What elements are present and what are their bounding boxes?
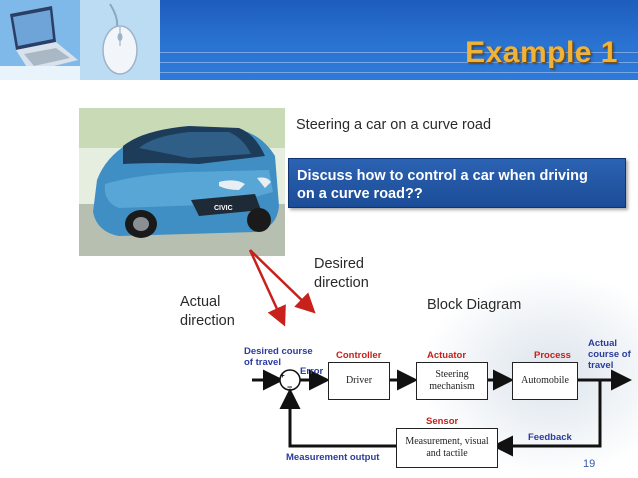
- actual-label-line1: Actual: [180, 294, 221, 310]
- header-line: [160, 62, 638, 63]
- discussion-text-line1: Discuss how to control a car when drivin…: [297, 168, 588, 184]
- mouse-photo: [80, 0, 160, 80]
- measurement-block-line1: Measurement, visual: [405, 436, 489, 447]
- desired-label-line2: direction: [314, 275, 369, 291]
- steering-block: Steering mechanism: [416, 362, 488, 400]
- driver-block-label: Driver: [345, 375, 373, 386]
- automobile-block: Automobile: [512, 362, 578, 400]
- laptop-photo: [0, 0, 80, 80]
- output-label-line2: course of: [588, 349, 631, 360]
- sensor-label: Sensor: [426, 416, 459, 427]
- slide-title: Example 1: [465, 36, 618, 69]
- block-diagram-lines: [252, 369, 632, 457]
- measurement-output-label: Measurement output: [286, 452, 380, 463]
- actual-direction-label: Actual direction: [180, 293, 235, 331]
- input-label-line2: of travel: [244, 357, 281, 368]
- actual-direction-arrow: [248, 249, 286, 327]
- discussion-box: Discuss how to control a car when drivin…: [288, 158, 626, 208]
- process-label: Process: [534, 350, 571, 361]
- desired-direction-arrow: [249, 249, 316, 314]
- output-label: Actual course of travel: [588, 338, 631, 371]
- output-label-line3: travel: [588, 360, 614, 371]
- car-photo: CIVIC: [79, 108, 285, 256]
- desired-direction-label: Desired direction: [314, 255, 369, 293]
- page-number: 19: [583, 458, 596, 470]
- block-diagram: Desired course of travel Controller Actu…: [240, 332, 638, 478]
- minus-sign: −: [287, 382, 293, 392]
- automobile-block-label: Automobile: [521, 375, 569, 386]
- mouse-icon: [80, 0, 160, 80]
- measurement-block-line2: and tactile: [426, 448, 468, 459]
- steering-block-line2: mechanism: [429, 381, 475, 392]
- discussion-text-line2: on a curve road??: [297, 186, 423, 202]
- desired-label-line1: Desired: [314, 256, 364, 272]
- driver-block: Driver: [328, 362, 390, 400]
- output-label-line1: Actual: [588, 338, 618, 349]
- block-diagram-label: Block Diagram: [427, 297, 522, 313]
- actuator-label: Actuator: [427, 350, 467, 361]
- car-badge-text: CIVIC: [214, 205, 233, 212]
- plus-sign: +: [280, 371, 285, 380]
- steering-block-line1: Steering: [435, 369, 469, 380]
- subtitle: Steering a car on a curve road: [296, 117, 492, 133]
- header-line: [160, 52, 638, 53]
- input-label: Desired course of travel: [244, 346, 313, 368]
- error-label: Error: [300, 366, 324, 377]
- header-line: [160, 72, 638, 73]
- measurement-block: Measurement, visual and tactile: [396, 428, 498, 468]
- car-image: CIVIC: [79, 108, 285, 256]
- feedback-label: Feedback: [528, 432, 572, 443]
- input-label-line1: Desired course: [244, 346, 313, 357]
- laptop-icon: [0, 0, 80, 80]
- actual-label-line2: direction: [180, 313, 235, 329]
- controller-label: Controller: [336, 350, 382, 361]
- header-photo-strip: [0, 0, 160, 80]
